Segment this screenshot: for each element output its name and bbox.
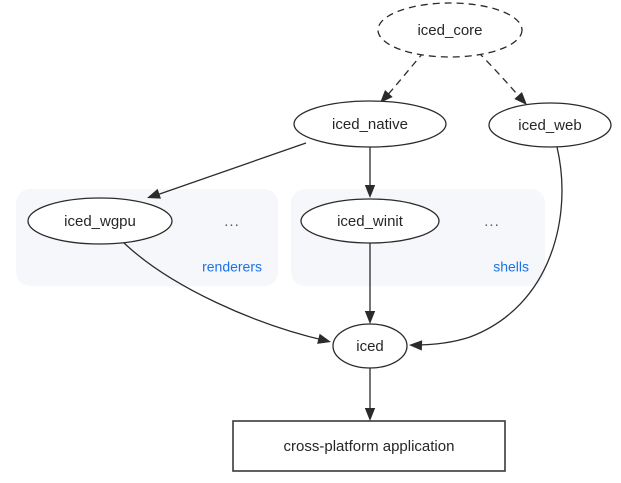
edge-iced_native-to-iced_winit (364, 147, 376, 198)
cluster-label-renderers: renderers (202, 259, 262, 275)
arrowhead-icon-iced_wgpu-to-iced (317, 333, 331, 344)
node-label-iced: iced (356, 338, 384, 355)
cluster-label-shells: shells (493, 259, 529, 275)
arrowhead-icon-iced_native-to-iced_wgpu (147, 188, 161, 199)
edge-line-iced_core-to-iced_web (477, 51, 525, 103)
edge-layer (122, 51, 563, 421)
node-label-iced_winit: iced_winit (337, 213, 404, 230)
node-shape-iced (332, 323, 408, 369)
node-shape-iced_web (488, 102, 612, 148)
edge-iced_core-to-iced_web (477, 51, 527, 105)
node-iced_wgpu[interactable]: iced_wgpu (27, 197, 173, 245)
edge-line-iced_core-to-iced_native (382, 51, 425, 101)
node-shape-iced_wgpu (27, 197, 173, 245)
arrowhead-icon-iced_native-to-iced_winit (364, 185, 376, 198)
arrowhead-icon-iced_winit-to-iced (364, 311, 376, 324)
node-shape-cross_platform_application (232, 420, 506, 472)
node-label-iced_native: iced_native (332, 116, 408, 133)
edge-iced_winit-to-iced (364, 243, 376, 324)
edge-line-iced_native-to-iced_wgpu (150, 142, 307, 198)
node-cross_platform_application[interactable]: cross-platform application (232, 420, 506, 472)
ellipsis-label-shells-more: ... (484, 213, 500, 230)
node-iced_native[interactable]: iced_native (293, 100, 447, 148)
node-label-iced_wgpu: iced_wgpu (64, 213, 136, 230)
node-label-iced_core: iced_core (417, 22, 482, 39)
node-label-cross_platform_application: cross-platform application (284, 438, 455, 455)
arrowhead-icon-iced-to-cross_platform_application (364, 408, 376, 421)
node-shape-iced_native (293, 100, 447, 148)
node-shape-iced_core (377, 2, 523, 58)
edge-line-iced_wgpu-to-iced (122, 241, 328, 342)
edge-iced_core-to-iced_native (380, 51, 425, 103)
edge-line-iced_web-to-iced (413, 146, 563, 346)
label-layer: renderers shells...... (202, 213, 529, 275)
node-iced[interactable]: iced (332, 323, 408, 369)
node-label-iced_web: iced_web (518, 117, 581, 134)
node-iced_winit[interactable]: iced_winit (300, 198, 440, 244)
edge-iced_wgpu-to-iced (122, 241, 331, 344)
node-iced_web[interactable]: iced_web (488, 102, 612, 148)
node-shape-iced_winit (300, 198, 440, 244)
arrowhead-icon-iced_core-to-iced_web (514, 91, 527, 105)
edge-iced_web-to-iced (409, 146, 563, 351)
arrowhead-icon-iced_core-to-iced_native (380, 89, 393, 103)
edge-iced_native-to-iced_wgpu (147, 142, 307, 199)
node-iced_core[interactable]: iced_core (377, 2, 523, 58)
edge-iced-to-cross_platform_application (364, 368, 376, 421)
arrowhead-icon-iced_web-to-iced (409, 340, 423, 351)
ellipsis-label-renderers-more: ... (224, 213, 240, 230)
